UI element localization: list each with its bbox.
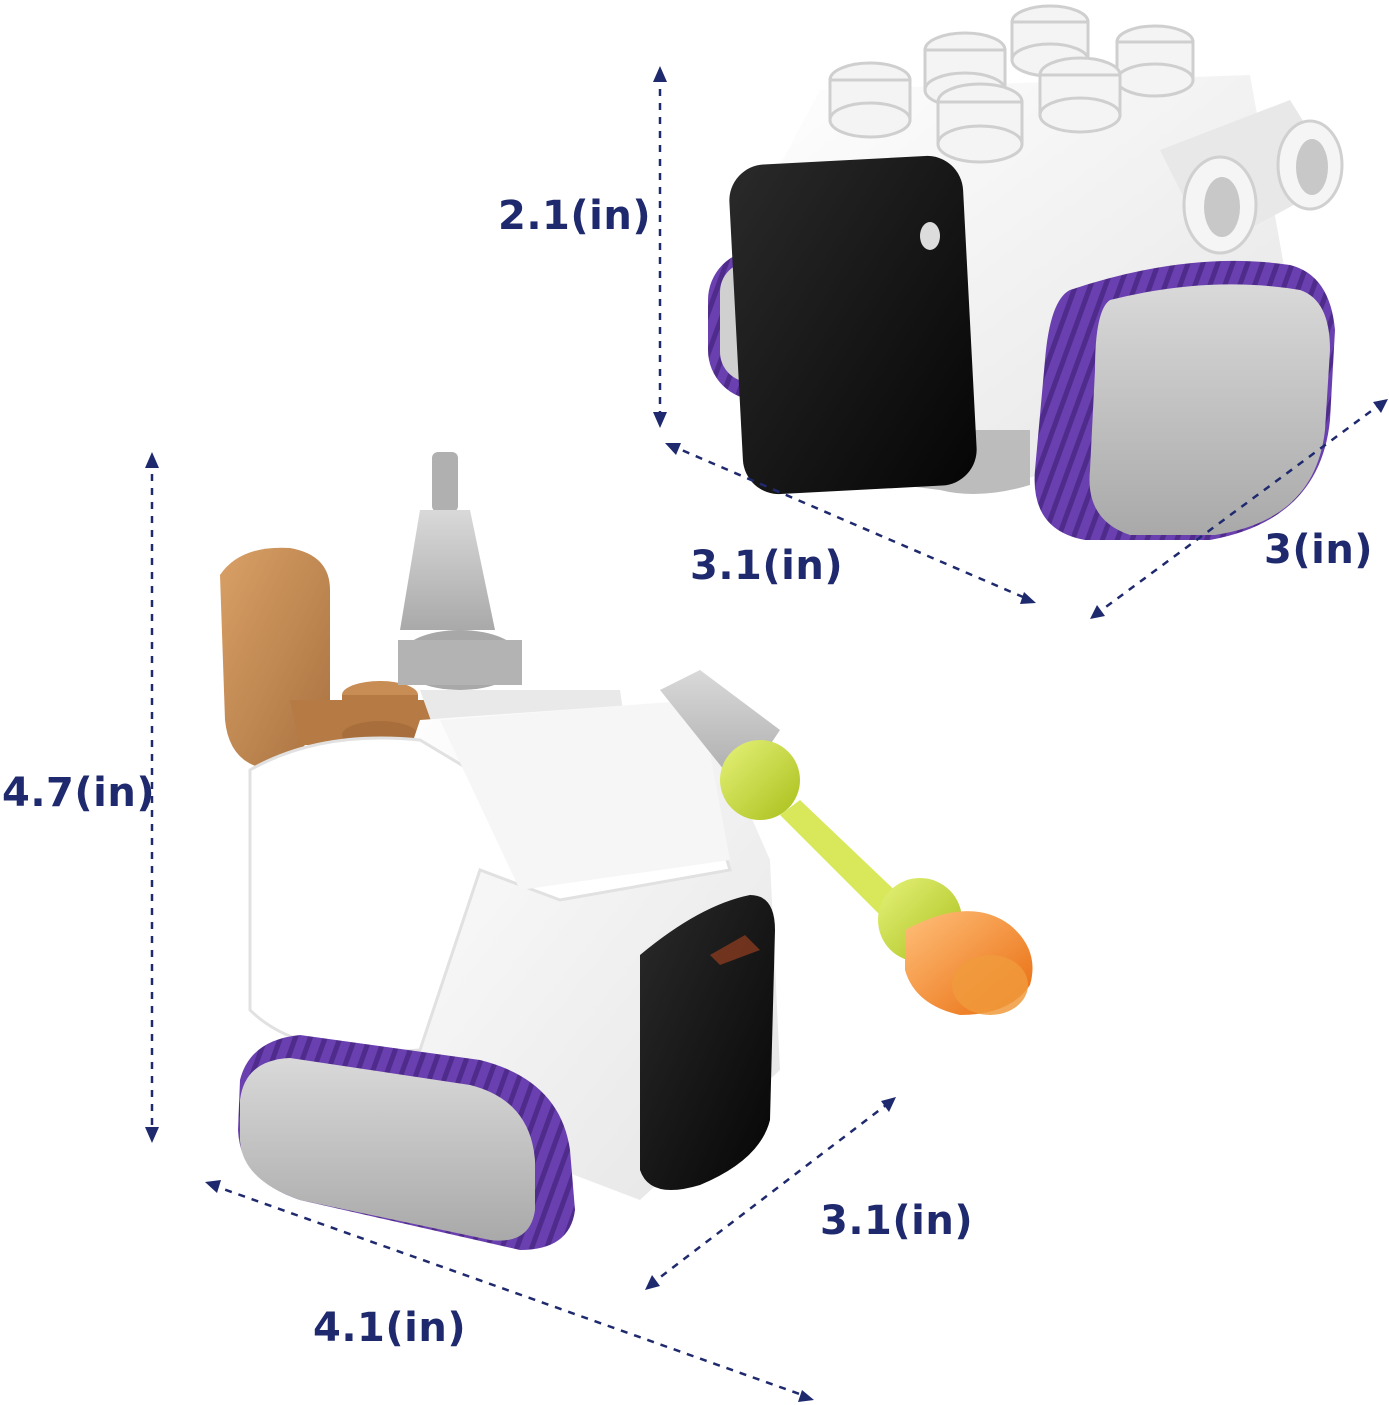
arrowheads bbox=[145, 66, 1388, 1402]
large-length-label: 4.1(in) bbox=[313, 1305, 467, 1351]
small-length-label: 3.1(in) bbox=[690, 543, 844, 589]
large-robot bbox=[220, 452, 1033, 1250]
large-height-label: 4.7(in) bbox=[2, 770, 156, 816]
small-height-label: 2.1(in) bbox=[498, 193, 652, 239]
small-length-arrow bbox=[669, 443, 1031, 602]
small-width-label: 3(in) bbox=[1264, 527, 1374, 573]
large-width-label: 3.1(in) bbox=[820, 1198, 974, 1244]
small-robot bbox=[708, 4, 1344, 540]
small-width-arrow bbox=[1094, 401, 1383, 617]
